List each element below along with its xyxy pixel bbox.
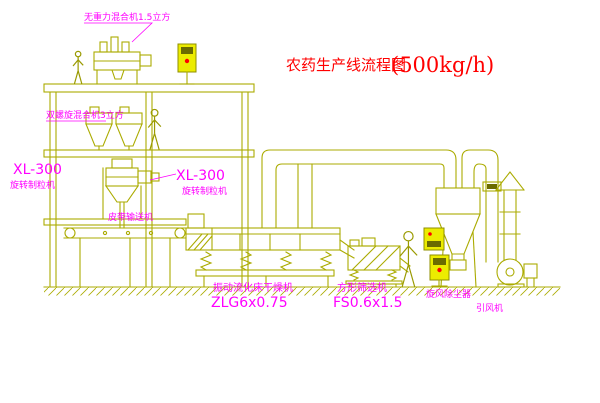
building-frame (43, 83, 255, 288)
label-granulator-mid-model: XL-300 (176, 168, 225, 184)
gravityless-mixer (91, 36, 152, 85)
label-fan: 引风机 (476, 302, 503, 314)
label-granulator-left-name: 旋转制粒机 (10, 179, 55, 191)
leader-line-top-mixer (84, 22, 154, 43)
leader-line-granulator (149, 173, 177, 181)
label-top-mixer: 无重力混合机1.5立方 (84, 11, 170, 23)
control-panel-right-lower (429, 254, 450, 287)
diagram-title-capacity: (500kg/h) (391, 53, 494, 77)
label-dryer-name: 振动流化床干燥机 (213, 281, 293, 294)
ground-line (43, 286, 561, 296)
worker-figure (72, 51, 84, 85)
label-belt-conveyor: 皮带输送机 (108, 211, 153, 223)
label-granulator-mid-name: 旋转制粒机 (182, 185, 227, 197)
control-panel-top (177, 43, 197, 85)
worker-figure (148, 109, 162, 150)
exhaust-duct (261, 149, 457, 229)
label-sieve-name: 方形筛选机 (337, 281, 387, 294)
indicator-light (437, 267, 442, 273)
label-dryer-model: ZLG6x0.75 (211, 295, 288, 311)
duct-damper (487, 184, 497, 189)
square-sieve (345, 237, 411, 288)
fluid-bed-dryer (185, 213, 355, 288)
double-screw-mixer (85, 106, 143, 151)
indicator-light (428, 232, 432, 236)
induced-draft-fan (496, 258, 538, 288)
label-floor2-mixer: 双螺旋混合机3立方 (46, 109, 124, 121)
indicator-light (184, 58, 190, 64)
belt-conveyor (63, 227, 187, 288)
label-sieve-model: FS0.6x1.5 (333, 295, 403, 311)
cyclone-outlet-duct (461, 149, 502, 263)
exhaust-stack (495, 171, 525, 261)
label-granulator-left-model: XL-300 (13, 162, 62, 178)
diagram-title: 农药生产线流程图 (286, 56, 406, 74)
rotary-granulator (102, 158, 160, 229)
label-cyclone: 旋风除尘器 (426, 288, 471, 300)
control-panel-right-upper (423, 227, 445, 251)
